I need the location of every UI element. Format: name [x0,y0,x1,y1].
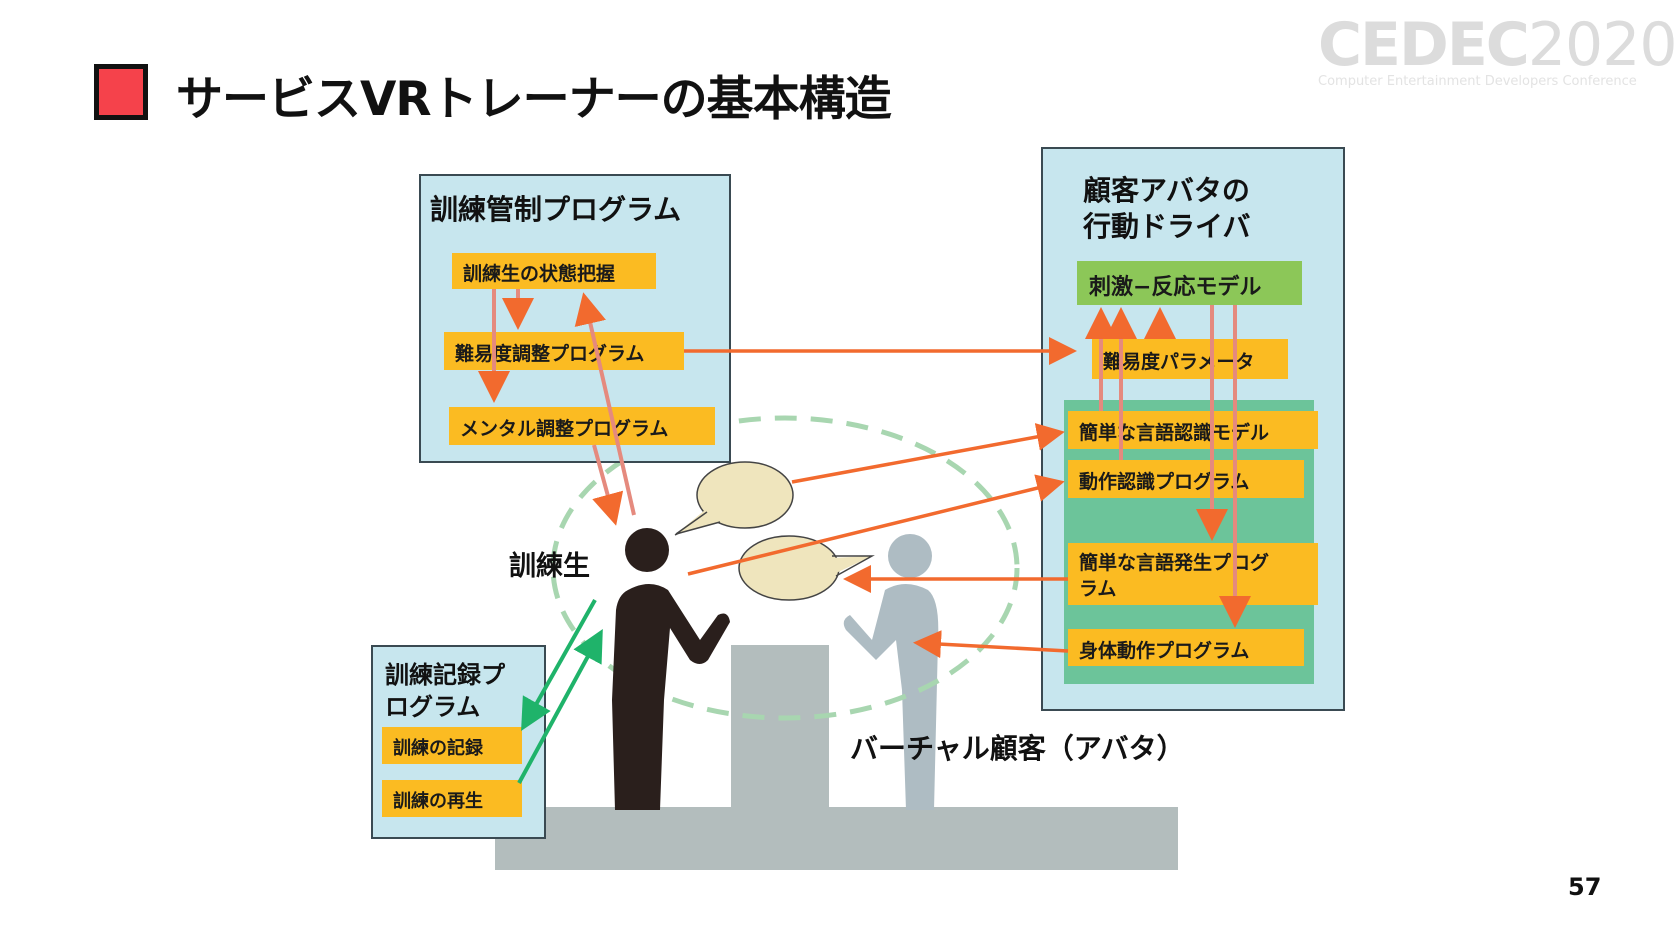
slide-title: サービスVRトレーナーの基本構造 [176,72,892,127]
arrow-playback-to-trainee [517,628,603,784]
box-speech-generation: 簡単な言語発生プログ ラム [1068,543,1318,605]
record-program-title-1: 訓練記録プ [385,661,505,689]
counter [731,645,829,810]
interaction-circle [550,415,1020,721]
avatar-driver-title-1: 顧客アバタの [1083,174,1250,207]
logo-main: CEDEC2020 [1318,14,1678,76]
arrow-body-to-avatar [913,630,1069,659]
avatar-driver-title-2: 行動ドライバ [1083,210,1251,243]
box-difficulty-param: 難易度パラメータ [1092,339,1288,379]
box-motion-recognition: 動作認識プログラム [1068,460,1304,498]
cedec-logo: CEDEC2020 Computer Entertainment Develop… [1318,14,1678,94]
logo-main-text: CEDEC [1318,10,1530,80]
box-training-playback: 訓練の再生 [382,780,522,817]
box-mental-adjust: メンタル調整プログラム [449,407,715,445]
box-stimulus-model: 刺激−反応モデル [1077,261,1302,305]
title-marker [94,64,148,120]
logo-year: 2020 [1527,10,1678,80]
arrow-trainee-to-state [574,292,636,516]
logo-subtitle: Computer Entertainment Developers Confer… [1318,74,1637,89]
speech-generation-line1: 簡単な言語発生プログ [1079,552,1270,574]
speech-generation-line2: ラム [1079,578,1117,600]
arrow-speech-to-recognition [791,423,1065,484]
box-speech-recognition: 簡単な言語認識モデル [1068,411,1318,449]
floor [495,807,1178,870]
trainee-label: 訓練生 [509,551,590,582]
trainee-figure [612,528,730,810]
control-program-title: 訓練管制プログラム [430,193,682,226]
avatar-label: バーチャル顧客（アバタ） [850,732,1185,765]
record-program-title-2: ログラム [385,693,481,721]
box-trainee-state: 訓練生の状態把握 [452,253,656,289]
speech-bubble-trainee [674,461,794,536]
box-body-motion: 身体動作プログラム [1068,629,1304,666]
arrow-motion-to-recognition [687,474,1065,576]
arrow-mental-to-trainee [592,444,624,526]
arrow-trainee-to-record [521,599,597,731]
page-number: 57 [1568,873,1602,901]
box-training-record: 訓練の記録 [382,727,522,764]
